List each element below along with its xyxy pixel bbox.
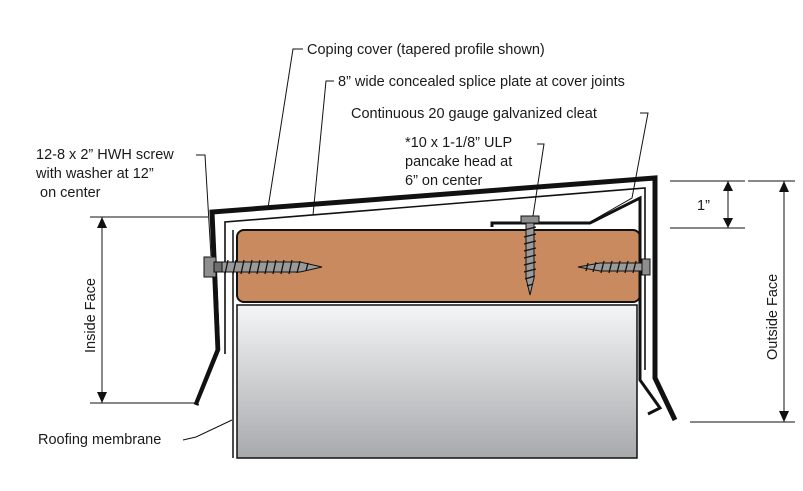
label-pancake-screw-line3: 6” on center [405,173,483,189]
label-coping-cover: Coping cover (tapered profile shown) [307,42,545,58]
splice-plate [224,187,646,370]
dim-inside-face [90,216,208,404]
label-roofing-membrane: Roofing membrane [38,432,161,448]
label-hwh-screw-line1: 12-8 x 2” HWH screw [36,147,174,163]
label-hwh-screw-line3: on center [36,185,101,201]
label-outside-face: Outside Face [765,274,781,360]
dim-one-inch [670,180,745,229]
leader-coping-cover [267,48,303,209]
leader-pancake-screw [532,143,545,217]
label-one-inch: 1” [697,198,710,214]
hwh-screw [203,256,323,278]
leader-splice-plate [312,80,334,216]
label-splice-plate: 8” wide concealed splice plate at cover … [338,74,625,90]
label-hwh-screw-line2: with washer at 12” [35,166,154,182]
label-inside-face: Inside Face [83,278,99,353]
label-pancake-screw-line1: *10 x 1-1/8” ULP [405,135,512,151]
pancake-screw [520,215,540,296]
dim-outside-face [690,180,795,423]
leader-hwh-screw [196,154,212,257]
coping-cover [193,175,678,422]
label-pancake-screw-line2: pancake head at [405,154,512,170]
coping-cover-inner [198,181,672,421]
leader-cleat [589,112,649,223]
cleat [490,195,663,416]
wall-substrate [236,304,638,459]
leader-roofing-membrane [182,419,233,441]
label-cleat: Continuous 20 gauge galvanized cleat [351,106,597,122]
hwh-screw-outside [577,258,651,276]
